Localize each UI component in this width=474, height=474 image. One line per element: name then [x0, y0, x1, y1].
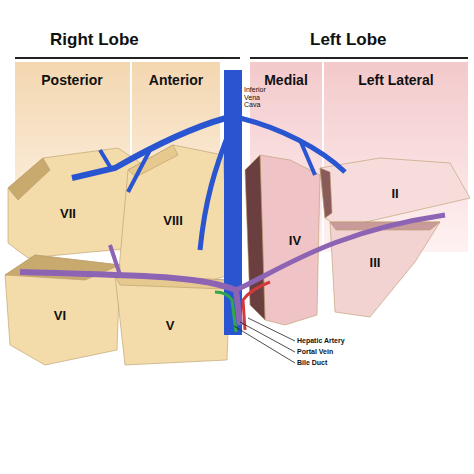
liver-segment: III [330, 222, 440, 317]
segment-shape [245, 155, 320, 325]
leader-line [234, 326, 295, 363]
section-name: Posterior [41, 72, 102, 88]
segment-face [245, 155, 265, 320]
segment-face [330, 222, 440, 230]
vessel-label: Bile Duct [297, 359, 327, 366]
segment-number: V [166, 318, 175, 333]
lobe-heading: Left Lobe [310, 30, 387, 50]
section-name: Left Lateral [358, 72, 433, 88]
lobe-heading: Right Lobe [50, 30, 139, 50]
liver-segment: V [115, 275, 230, 365]
liver-segment: IV [245, 155, 320, 325]
segment-number: VI [54, 308, 66, 323]
segment-shape [330, 222, 440, 317]
segment-face [320, 158, 470, 228]
liver-segment: II [320, 158, 470, 228]
liver-segment: VI [5, 255, 120, 365]
segment-number: VII [60, 206, 76, 221]
segment-face [115, 275, 230, 289]
segment-face [260, 155, 320, 325]
segment-number: II [391, 186, 398, 201]
section-name: Anterior [149, 72, 203, 88]
liver-segment: VIII [118, 145, 230, 290]
left-lobe-rule [250, 57, 468, 59]
segment-face [8, 158, 50, 200]
vessel-label: Inferior Vena Cava [244, 86, 278, 109]
segment-face [5, 255, 120, 365]
segment-number: III [370, 255, 381, 270]
section-name: Medial [264, 72, 308, 88]
segment-number: IV [289, 233, 301, 248]
vessel-label: Hepatic Artery [297, 337, 345, 344]
leader-line [240, 322, 295, 352]
segment-face [118, 145, 230, 290]
right-lobe-rule [15, 57, 240, 59]
segment-face [5, 255, 120, 280]
segment-face [115, 275, 230, 365]
segment-number: VIII [163, 213, 183, 228]
vessel-label: Portal Vein [297, 348, 333, 355]
segment-face [320, 168, 332, 218]
segment-face [330, 222, 440, 317]
segment-face [128, 145, 178, 177]
